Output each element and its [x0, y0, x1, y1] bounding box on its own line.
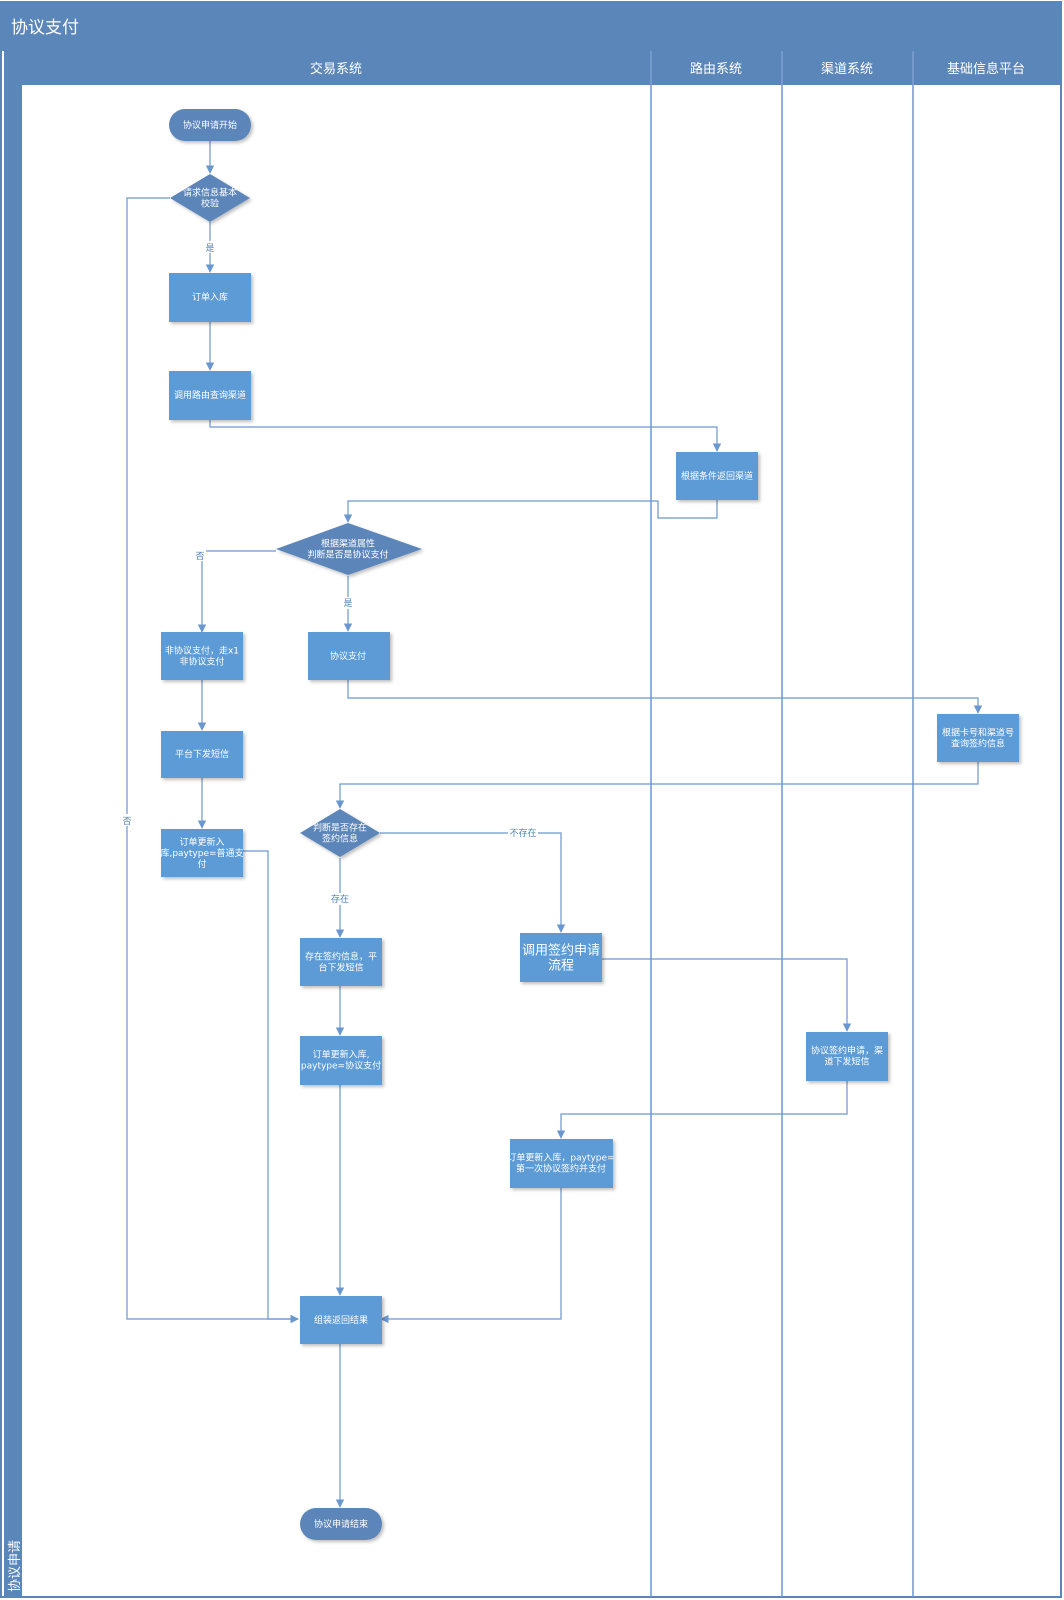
node-label-line: 判断是否是协议支付 [307, 549, 388, 561]
node-label-line: 订单入库 [192, 291, 228, 303]
node-label-line: 判断是否存在 [313, 822, 367, 834]
node-label-line: 订单更新入 [179, 836, 224, 848]
diagram-title: 协议支付 [11, 18, 79, 38]
title-bar [1, 2, 1061, 51]
node-label-line: 查询签约信息 [951, 738, 1005, 750]
node-label-line: 道下发短信 [824, 1056, 869, 1068]
node-label-exist-sms: 存在签约信息，平台下发短信 [305, 951, 377, 974]
node-label-line: 签约信息 [322, 833, 358, 845]
query-sign-process [937, 714, 1019, 762]
node-label-line: 协议申请结束 [314, 1518, 368, 1530]
node-label-line: 台下发短信 [318, 962, 363, 974]
node-label-check: 请求信息基本校验 [183, 187, 237, 210]
node-label-line: 平台下发短信 [175, 748, 229, 760]
edge-first-assemble [380, 1188, 562, 1324]
node-label-judge-agreement: 根据渠道属性判断是否是协议支付 [307, 538, 388, 561]
node-label-assemble: 组装返回结果 [314, 1314, 368, 1326]
node-label-line: 请求信息基本 [183, 187, 237, 199]
node-label-call-sign: 调用签约申请流程 [522, 943, 600, 974]
node-label-line: 库,paytype=普通支 [160, 847, 243, 859]
node-label-line: 订单更新入库, [313, 1049, 370, 1061]
route-return-process [676, 452, 758, 500]
column-header-route: 路由系统 [690, 61, 742, 77]
node-label-line: 根据卡号和渠道号 [942, 727, 1014, 739]
node-label-order-update-agreement: 订单更新入库,paytype=协议支付 [301, 1049, 381, 1072]
exist-sms-process [300, 938, 382, 986]
lane-label: 协议申请 [8, 1540, 23, 1592]
edge-check-fail-assemble [126, 197, 299, 1324]
column-header-channel: 渠道系统 [821, 62, 873, 77]
platform-sms-process [161, 731, 243, 778]
edge-label-yes1: 是 [205, 243, 214, 254]
node-label-order-update-first: 订单更新入库，paytype=第一次协议签约并支付 [507, 1152, 614, 1175]
edge-labels: 是 否 否 是 不存在 存在 [121, 241, 538, 905]
lane-bar [4, 51, 22, 1597]
node-label-line: 组装返回结果 [314, 1314, 368, 1326]
node-label-line: 协议支付 [330, 650, 366, 662]
edge-label-yes2: 是 [343, 598, 352, 609]
node-label-line: 协议申请开始 [183, 119, 237, 131]
edge-label-exist: 存在 [331, 893, 349, 905]
node-label-start: 协议申请开始 [183, 119, 237, 131]
column-header-base-info: 基础信息平台 [947, 61, 1025, 77]
column-header-bar [22, 51, 1061, 85]
edge-label-not-exist: 不存在 [509, 827, 536, 839]
edge-route-return [209, 420, 722, 452]
judge-sign-decision [300, 809, 380, 857]
node-label-line: 订单更新入库，paytype= [507, 1152, 614, 1164]
non-agreement-process [161, 632, 243, 680]
start-terminal [169, 109, 251, 141]
order-update-agreement-process [300, 1036, 382, 1085]
node-label-line: 第一次协议签约并支付 [516, 1163, 606, 1175]
edge-judge-call-sign [380, 832, 566, 933]
node-label-call-route: 调用路由查询渠道 [174, 389, 246, 401]
node-label-line: 调用路由查询渠道 [174, 389, 246, 401]
agreement-process [308, 632, 390, 680]
node-label-order-update-normal: 订单更新入库,paytype=普通支付 [160, 836, 243, 870]
edge-return-judge [343, 500, 718, 523]
edge-label-no2: 否 [195, 551, 204, 562]
node-label-order-in: 订单入库 [192, 291, 228, 303]
node-label-line: 付 [197, 859, 206, 870]
node-label-line: 调用签约申请 [522, 943, 600, 959]
node-label-query-sign: 根据卡号和渠道号查询签约信息 [942, 727, 1014, 750]
node-label-line: 存在签约信息，平 [305, 951, 377, 963]
channel-sms-process [806, 1032, 888, 1081]
node-label-line: paytype=协议支付 [301, 1060, 381, 1072]
column-dividers [650, 85, 914, 1597]
edge-label-no1: 否 [122, 816, 131, 827]
end-terminal [300, 1508, 382, 1540]
node-label-line: 非协议支付，走x1 [165, 645, 239, 657]
edge-query-judge [335, 762, 979, 809]
edge-call-sign-channel [601, 958, 852, 1032]
node-label-route-return: 根据条件返回渠道 [681, 470, 753, 482]
nodes [161, 109, 1019, 1540]
check-decision [170, 174, 250, 222]
node-label-line: 根据渠道属性 [321, 538, 375, 550]
edge-agreement-query [347, 680, 983, 714]
node-label-end: 协议申请结束 [314, 1518, 368, 1530]
judge-agreement-decision [276, 523, 422, 575]
node-label-agreement: 协议支付 [330, 650, 366, 662]
call-route-process [169, 371, 251, 420]
node-labels: 协议申请开始请求信息基本校验订单入库调用路由查询渠道根据条件返回渠道根据渠道属性… [160, 119, 1014, 1530]
node-label-line: 根据条件返回渠道 [681, 470, 753, 482]
edge-channel-first [556, 1081, 848, 1139]
node-label-platform-sms: 平台下发短信 [175, 748, 229, 760]
order-in-process [169, 273, 251, 322]
order-update-first-process [510, 1139, 613, 1188]
node-label-line: 流程 [548, 959, 574, 974]
node-label-channel-sms: 协议签约申请，渠道下发短信 [811, 1045, 883, 1068]
node-label-line: 协议签约申请，渠 [811, 1045, 883, 1057]
node-label-judge-sign: 判断是否存在签约信息 [313, 822, 367, 845]
call-sign-process [520, 933, 602, 982]
assemble-process [300, 1296, 382, 1344]
node-label-line: 校验 [201, 198, 219, 210]
order-update-normal-process [161, 829, 243, 877]
node-label-line: 非协议支付 [179, 656, 224, 668]
column-header-trade: 交易系统 [310, 61, 362, 77]
